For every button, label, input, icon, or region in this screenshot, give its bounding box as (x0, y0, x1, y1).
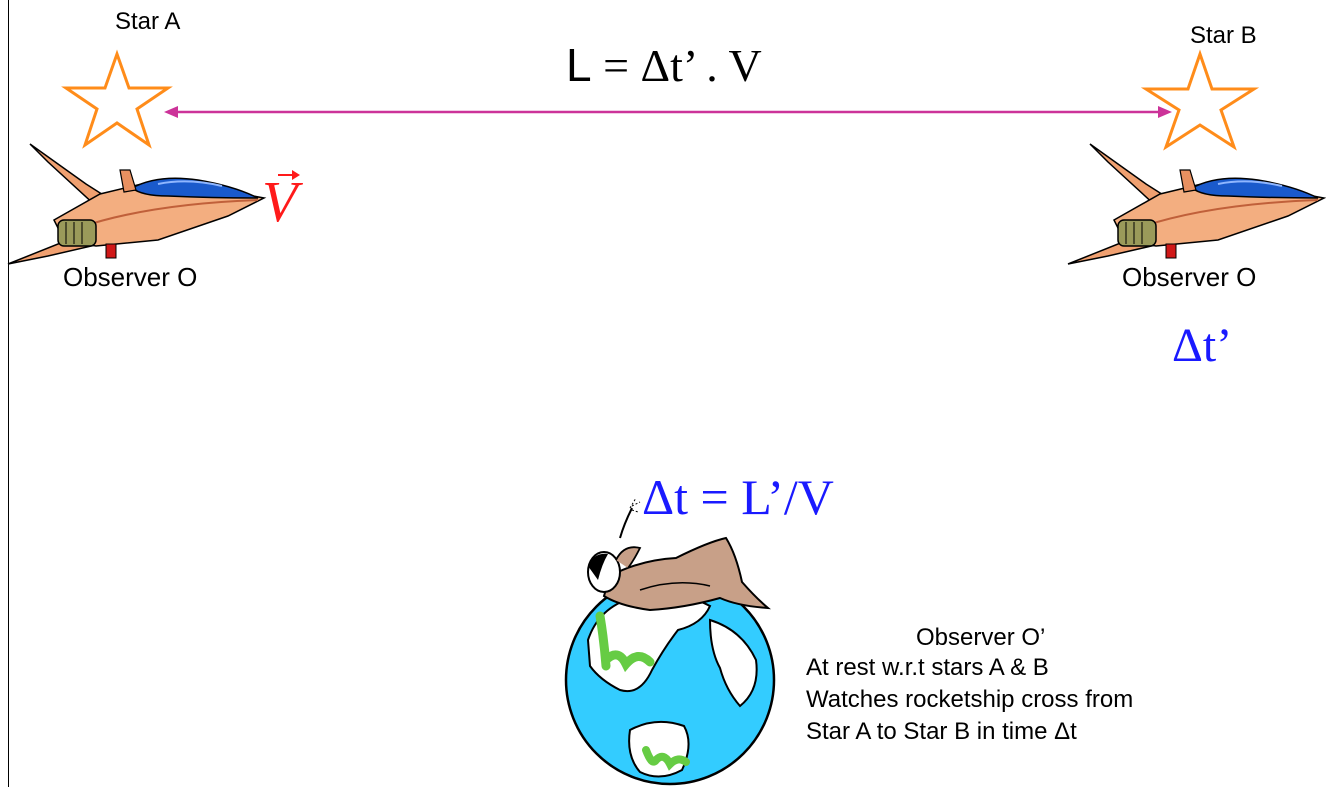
velocity-vector-symbol: V (262, 169, 298, 234)
reclining-person-icon (587, 497, 772, 612)
rocketship-left-icon (7, 143, 267, 265)
star-b-icon (1140, 49, 1260, 151)
star-a-icon (61, 49, 173, 149)
length-symbol: L (566, 39, 592, 91)
observer-o-left-label: Observer O (63, 262, 198, 292)
earth-globe-icon (564, 574, 776, 786)
star-a-label: Star A (115, 8, 181, 35)
description-line-2: Watches rocketship cross from (806, 686, 1134, 713)
proper-time-formula: Δt’ (1172, 319, 1233, 372)
observer-o-right-label: Observer O (1122, 262, 1257, 292)
slide-left-border (8, 0, 9, 787)
description-line-1: At rest w.r.t stars A & B (806, 654, 1049, 681)
star-b-label: Star B (1190, 22, 1257, 49)
dilated-time-formula: Δt = L’/V (642, 469, 834, 525)
rocketship-right-icon (1067, 143, 1326, 265)
distance-arrow (164, 106, 1172, 118)
description-line-3: Star A to Star B in time Δt (806, 718, 1077, 745)
length-formula: L = Δt’ . V (566, 38, 762, 92)
observer-o-prime-title: Observer O’ (916, 624, 1046, 651)
length-formula-rest: = Δt’ . V (591, 40, 762, 91)
vector-arrow-icon (278, 170, 300, 180)
